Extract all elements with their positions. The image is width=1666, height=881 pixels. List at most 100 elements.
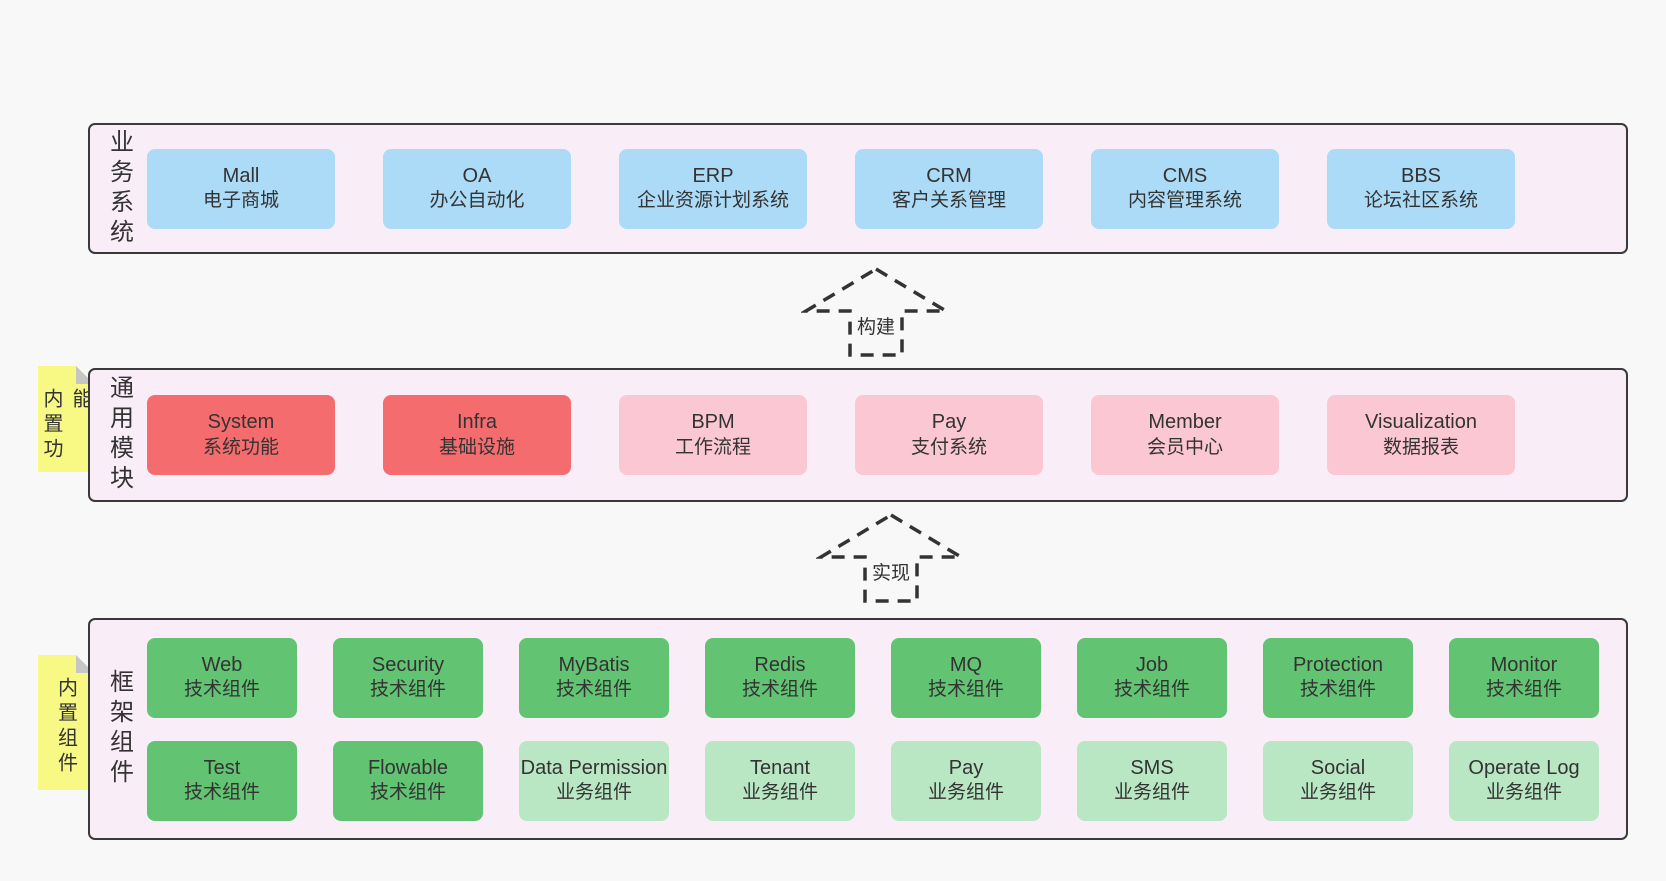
box-subtitle: 技术组件 xyxy=(1485,679,1562,701)
box-subtitle: 系统功能 xyxy=(202,436,279,458)
box-social: Social 业务组件 xyxy=(1263,740,1413,821)
box-subtitle: 技术组件 xyxy=(369,782,446,804)
box-title: MyBatis xyxy=(558,653,630,676)
box-title: Member xyxy=(1148,411,1222,434)
box-subtitle: 客户关系管理 xyxy=(891,190,1006,212)
box-title: Protection xyxy=(1292,653,1384,676)
dashed-up-arrow-icon xyxy=(816,512,966,603)
band-label: 通用模块 xyxy=(105,375,133,495)
box-monitor: Monitor 技术组件 xyxy=(1449,637,1599,718)
box-mq: MQ 技术组件 xyxy=(891,637,1041,718)
box-title: Data Permission xyxy=(520,756,668,779)
sticky-note-builtin-features: 内置功能 xyxy=(38,366,94,472)
box-title: Security xyxy=(371,653,445,676)
box-subtitle: 技术组件 xyxy=(1299,679,1376,701)
box-title: Redis xyxy=(754,653,806,676)
box-title: SMS xyxy=(1130,756,1174,779)
box-pay: Pay 业务组件 xyxy=(891,740,1041,821)
box-title: ERP xyxy=(692,164,734,187)
box-subtitle: 业务组件 xyxy=(927,782,1004,804)
box-subtitle: 技术组件 xyxy=(183,782,260,804)
box-title: CRM xyxy=(926,164,972,187)
box-subtitle: 业务组件 xyxy=(1485,782,1562,804)
box-subtitle: 技术组件 xyxy=(741,679,818,701)
box-title: Flowable xyxy=(367,756,449,779)
box-protection: Protection 技术组件 xyxy=(1263,637,1413,718)
box-title: BPM xyxy=(691,411,735,434)
box-subtitle: 业务组件 xyxy=(1113,782,1190,804)
box-subtitle: 业务组件 xyxy=(741,782,818,804)
box-title: CMS xyxy=(1162,164,1208,187)
box-erp: ERP 企业资源计划系统 xyxy=(619,148,807,229)
box-subtitle: 支付系统 xyxy=(910,436,987,458)
box-title: System xyxy=(207,411,275,434)
box-subtitle: 工作流程 xyxy=(674,436,751,458)
box-subtitle: 技术组件 xyxy=(927,679,1004,701)
box-subtitle: 技术组件 xyxy=(369,679,446,701)
box-cms: CMS 内容管理系统 xyxy=(1091,148,1279,229)
box-subtitle: 企业资源计划系统 xyxy=(636,190,789,212)
box-security: Security 技术组件 xyxy=(333,637,483,718)
box-oa: OA 办公自动化 xyxy=(383,148,571,229)
box-subtitle: 基础设施 xyxy=(438,436,515,458)
box-title: Pay xyxy=(948,756,984,779)
box-data-permission: Data Permission 业务组件 xyxy=(519,740,669,821)
box-title: Social xyxy=(1310,756,1366,779)
box-flowable: Flowable 技术组件 xyxy=(333,740,483,821)
box-subtitle: 电子商城 xyxy=(202,190,279,212)
box-subtitle: 业务组件 xyxy=(1299,782,1376,804)
box-crm: CRM 客户关系管理 xyxy=(855,148,1043,229)
box-title: Monitor xyxy=(1490,653,1558,676)
sticky-label: 内置功能 xyxy=(40,388,91,463)
arrow-build: 构建 xyxy=(801,266,951,358)
dashed-up-arrow-icon xyxy=(801,266,951,357)
box-title: OA xyxy=(462,164,492,187)
box-title: Web xyxy=(201,653,243,676)
box-subtitle: 论坛社区系统 xyxy=(1363,190,1478,212)
box-subtitle: 数据报表 xyxy=(1382,436,1459,458)
arrow-label: 构建 xyxy=(851,312,901,339)
box-title: BBS xyxy=(1400,164,1442,187)
box-subtitle: 会员中心 xyxy=(1146,436,1223,458)
sticky-paper xyxy=(38,655,94,790)
box-subtitle: 技术组件 xyxy=(1113,679,1190,701)
box-web: Web 技术组件 xyxy=(147,637,297,718)
arrow-implement: 实现 xyxy=(816,512,966,604)
box-redis: Redis 技术组件 xyxy=(705,637,855,718)
box-subtitle: 办公自动化 xyxy=(429,190,525,212)
box-title: MQ xyxy=(949,653,983,676)
box-subtitle: 业务组件 xyxy=(555,782,632,804)
box-subtitle: 技术组件 xyxy=(183,679,260,701)
box-title: Visualization xyxy=(1365,411,1477,434)
box-subtitle: 内容管理系统 xyxy=(1127,190,1242,212)
sticky-note-builtin-components: 内置组件 xyxy=(38,655,94,790)
arrow-label: 实现 xyxy=(866,558,916,585)
band-label: 框架组件 xyxy=(105,669,133,789)
box-title: Infra xyxy=(456,411,498,434)
band-label: 业务系统 xyxy=(105,128,133,249)
sticky-label: 内置组件 xyxy=(54,677,77,777)
box-subtitle: 技术组件 xyxy=(555,679,632,701)
box-title: Pay xyxy=(931,411,967,434)
box-sms: SMS 业务组件 xyxy=(1077,740,1227,821)
